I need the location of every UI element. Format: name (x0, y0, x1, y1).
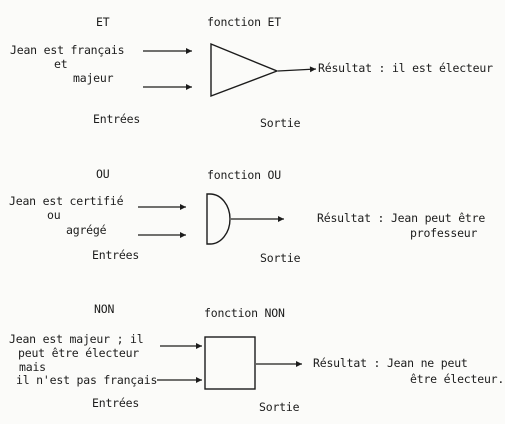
ou-input-line-3: agrégé (66, 223, 107, 237)
et-input-line-2: et (54, 57, 68, 71)
non-input-line-1: Jean est majeur ; il (9, 332, 144, 346)
et-function-title: fonction ET (207, 15, 281, 29)
non-input-line-3: mais (19, 360, 46, 374)
non-gate-group (157, 336, 302, 390)
et-result-line-1: Résultat : il est électeur (318, 61, 493, 75)
non-section-label: NON (94, 302, 115, 316)
ou-function-title: fonction OU (207, 168, 281, 182)
et-input-line-3: majeur (73, 71, 114, 85)
et-inputs-caption: Entrées (93, 112, 141, 126)
ou-input-line-1: Jean est certifié (9, 194, 124, 208)
et-input-line-1: Jean est français (10, 43, 125, 57)
ou-gate-group (138, 193, 284, 245)
non-output-caption: Sortie (259, 400, 300, 414)
ou-result-line-2: professeur (410, 226, 478, 240)
ou-result-line-1: Résultat : Jean peut être (317, 211, 486, 225)
et-section-label: ET (96, 15, 110, 29)
et-triangle-gate (210, 42, 279, 98)
non-result-line-1: Résultat : Jean ne peut (313, 356, 468, 370)
et-gate-group (143, 42, 317, 98)
non-result-line-2: être électeur. (410, 372, 505, 386)
ou-output-caption: Sortie (260, 251, 301, 265)
non-function-title: fonction NON (204, 306, 285, 320)
ou-section-label: OU (96, 167, 110, 181)
non-square-gate (204, 336, 256, 390)
ou-semicircle-gate (206, 193, 231, 245)
et-output-caption: Sortie (260, 116, 301, 130)
non-inputs-caption: Entrées (92, 396, 140, 410)
ou-input-line-2: ou (47, 208, 61, 222)
non-input-line-2: peut être électeur (18, 346, 140, 360)
et-output-arrow (277, 66, 317, 73)
non-input-line-4: il n'est pas français (16, 373, 158, 387)
ou-inputs-caption: Entrées (92, 248, 140, 262)
